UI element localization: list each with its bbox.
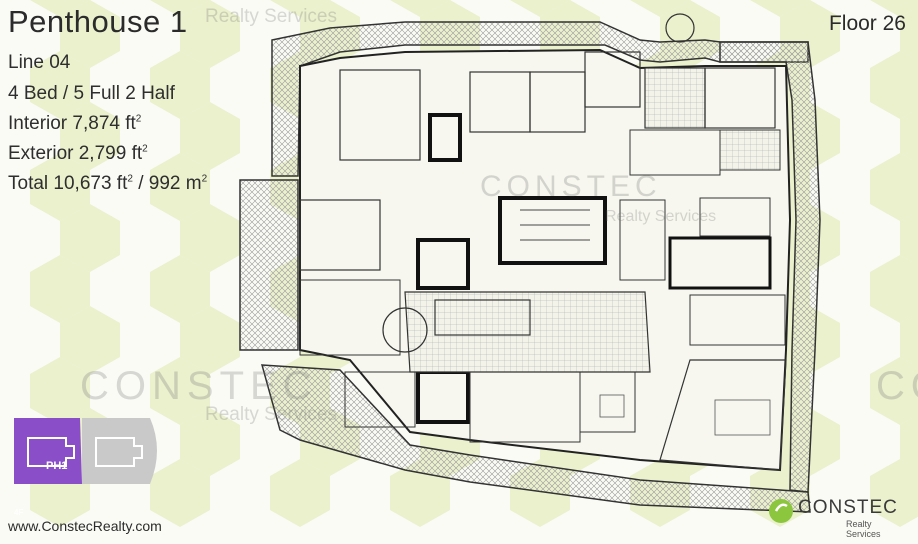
pattern-hex	[180, 204, 240, 272]
pattern-hex	[180, 408, 240, 476]
sofa-group	[714, 399, 771, 436]
pattern-hex	[870, 153, 918, 221]
key-plan	[14, 418, 157, 484]
pattern-hex	[270, 0, 330, 17]
pattern-hex	[900, 6, 918, 62]
media-room	[299, 199, 381, 271]
unit-total-area: Total 10,673 ft2 / 992 m2	[8, 173, 207, 195]
pattern-hex	[870, 459, 918, 527]
west-terrace	[239, 179, 299, 351]
watermark-brand-center: CONSTEC	[480, 170, 662, 203]
pattern-hex	[900, 312, 918, 368]
private-elevators	[668, 236, 772, 290]
dining-table	[599, 394, 625, 418]
total-area-unit-exp: 2	[127, 173, 133, 185]
pattern-hex	[150, 51, 210, 119]
kitchen-island	[434, 299, 531, 336]
logo-tagline: Realty Services	[846, 519, 881, 539]
pattern-hex	[150, 0, 210, 17]
pattern-hex	[510, 0, 570, 17]
guest-suite-1	[339, 69, 421, 161]
key-plan-ph1-highlight	[14, 418, 82, 484]
master-suite	[704, 67, 776, 129]
interior-area-unit-exp: 2	[135, 113, 142, 125]
east-terrace	[719, 41, 821, 493]
pattern-hex	[750, 0, 810, 17]
gallery-kitchen	[404, 291, 651, 373]
pattern-hex	[60, 204, 120, 272]
key-plan-unit-label: PH1	[46, 460, 68, 472]
pattern-hex	[60, 0, 120, 68]
foyer-curve	[382, 307, 428, 353]
north-round-feature	[665, 13, 695, 43]
pattern-hex	[150, 255, 210, 323]
watermark-sub-left: Realty Services	[205, 404, 337, 425]
pattern-hex	[630, 0, 690, 17]
unit-line: Line 04	[8, 52, 71, 73]
bath-east	[699, 197, 771, 237]
logo-mark-icon	[769, 499, 793, 523]
exterior-area-unit-exp: 2	[142, 143, 148, 155]
pattern-hex	[30, 51, 90, 119]
pattern-hex	[60, 306, 120, 374]
pattern-hex	[900, 414, 918, 470]
unit-beds-baths: 4 Bed / 5 Full 2 Half	[8, 83, 175, 104]
pattern-hex	[900, 210, 918, 266]
pattern-hex	[30, 357, 90, 425]
key-plan-other-unit	[82, 418, 157, 484]
dining-room	[579, 371, 636, 433]
pattern-hex	[30, 255, 90, 323]
exterior-area-value: Exterior 2,799 ft	[8, 143, 143, 164]
powder-room	[344, 371, 416, 428]
watermark-brand-left: CONSTEC	[80, 364, 318, 408]
key-plan-level-tag: 4F	[14, 508, 24, 517]
south-terrace	[260, 364, 811, 513]
pattern-hex	[30, 0, 90, 17]
wic-2	[719, 129, 781, 171]
watermark-sub-center: Realty Services	[605, 208, 717, 225]
floor-label: Floor 26	[828, 12, 906, 35]
pattern-hex	[870, 357, 918, 425]
pattern-hex	[870, 255, 918, 323]
watermark-brand-right: CONSTEC	[876, 364, 918, 408]
pattern-hex	[270, 459, 330, 527]
pattern-hex	[390, 0, 450, 17]
watermark-sub-top: Realty Services	[205, 6, 337, 27]
pattern-hex	[870, 0, 918, 17]
logo-wordmark: CONSTEC	[798, 497, 898, 518]
total-area-metric: / 992 m	[132, 173, 202, 194]
pattern-hex	[150, 459, 210, 527]
pattern-hex	[900, 108, 918, 164]
pattern-hex	[870, 51, 918, 119]
unit-interior-area: Interior 7,874 ft2	[8, 113, 141, 135]
service-elevator	[416, 238, 470, 290]
pattern-hex	[60, 102, 120, 170]
pattern-hex	[180, 0, 240, 68]
service-area	[619, 199, 666, 281]
wardrobe	[584, 51, 641, 108]
unit-title: Penthouse 1	[8, 4, 188, 39]
unit-exterior-area: Exterior 2,799 ft2	[8, 143, 148, 165]
company-logo: CONSTEC Realty Services	[768, 494, 906, 539]
pattern-hex	[180, 306, 240, 374]
master-bath	[644, 67, 706, 129]
pattern-hex	[150, 357, 210, 425]
pattern-hex	[30, 153, 90, 221]
living-east	[659, 359, 787, 471]
pattern-hex	[150, 153, 210, 221]
interior-area-value: Interior 7,874 ft	[8, 113, 136, 134]
core-stair	[498, 196, 607, 265]
website-link[interactable]: www.ConstecRealty.com	[8, 518, 162, 534]
elevator-north	[428, 113, 462, 162]
pattern-hex	[180, 102, 240, 170]
study	[689, 294, 786, 346]
total-area-value: Total 10,673 ft	[8, 173, 128, 194]
living-room	[299, 279, 401, 356]
total-area-metric-exp: 2	[201, 173, 208, 185]
